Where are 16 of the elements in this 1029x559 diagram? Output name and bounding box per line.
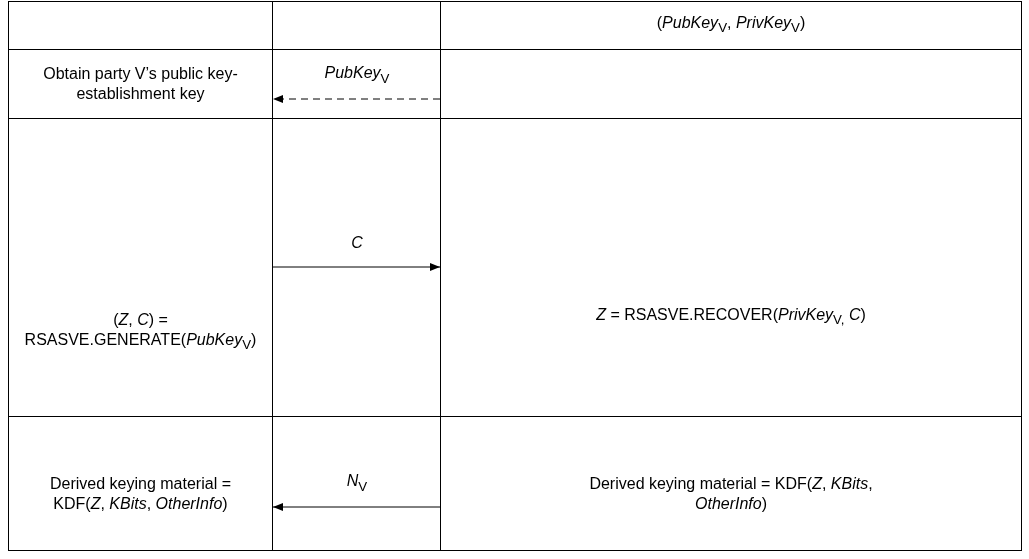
table-cell [9, 50, 273, 119]
table-cell [9, 417, 273, 551]
table-cell [441, 417, 1022, 551]
cell-text: Z = RSASVE.RECOVER(PrivKey$_{V,}$ C) [596, 304, 866, 330]
empty-table-cell [441, 50, 1022, 119]
cell-text: (Z, C) = RSASVE.GENERATE(PubKey$_{V}$) [23, 309, 258, 355]
table-cell [441, 2, 1022, 50]
arrow [272, 503, 441, 511]
cell-text: Derived keying material = KDF(Z, KBits, OtherInfo) [49, 473, 232, 514]
arrow [272, 263, 441, 271]
cell-text: (PubKey$_{V}$, PrivKey$_{V}$) [656, 12, 806, 38]
arrow [272, 95, 441, 103]
table-cell [9, 119, 273, 417]
cell-text: Obtain party V’s public key-establishment key [42, 64, 239, 104]
cell-text: Derived keying material = KDF(Z, KBits, OtherInfo) [588, 473, 874, 514]
table-cell [441, 119, 1022, 417]
